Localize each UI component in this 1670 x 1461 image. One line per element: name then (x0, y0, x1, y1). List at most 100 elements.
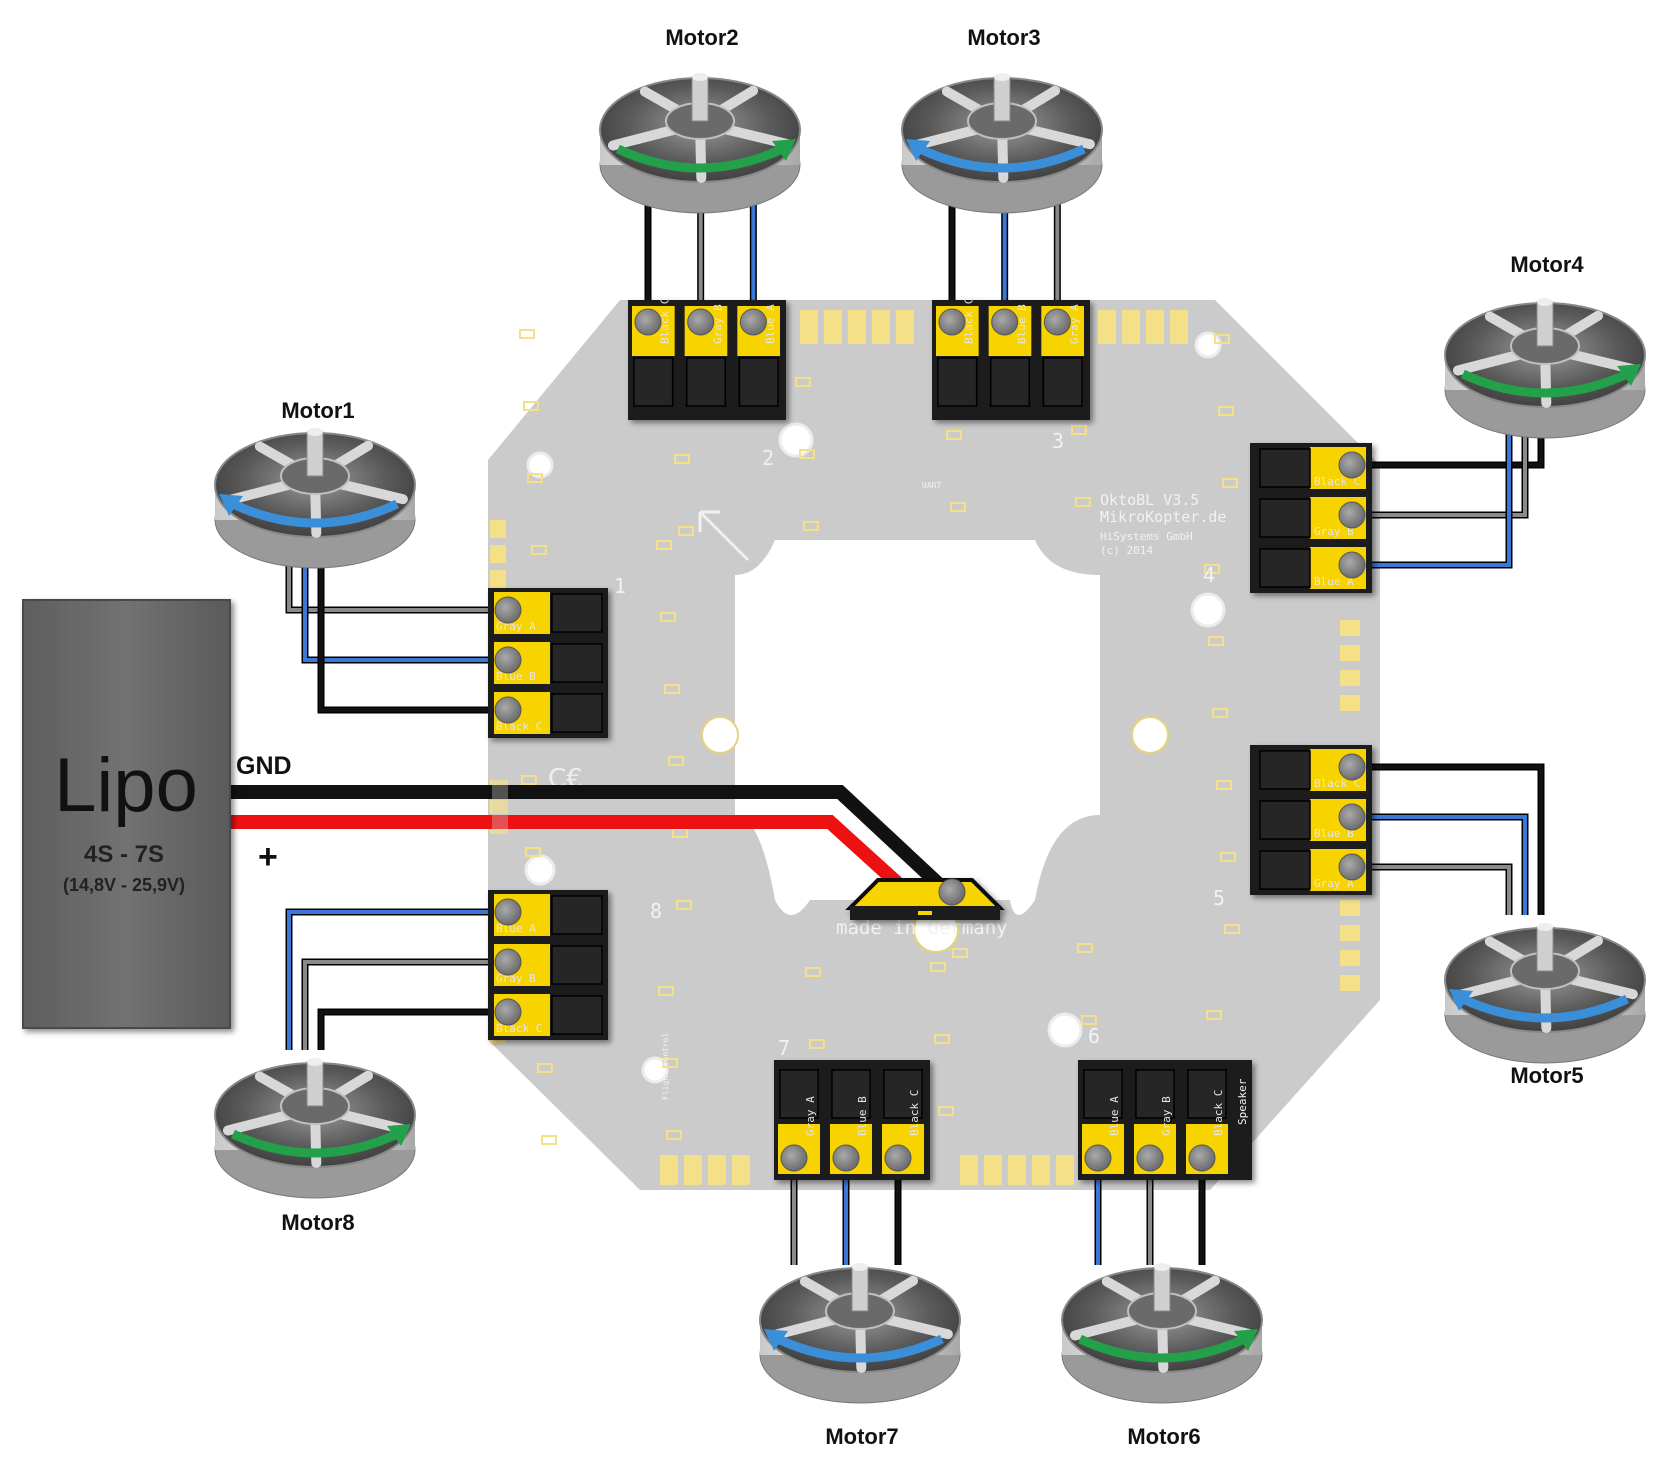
smd-component (1216, 780, 1232, 790)
plus-wire (230, 815, 910, 896)
wire-gray (1352, 430, 1527, 517)
battery-voltage: (14,8V - 25,9V) (63, 875, 185, 895)
motor-shaft (1536, 301, 1554, 347)
smd-component (799, 449, 815, 459)
solder-pad-black (1188, 1144, 1216, 1172)
solder-pad (1340, 645, 1360, 661)
motor-label: Motor4 (1510, 252, 1584, 277)
wire-gray (1352, 865, 1511, 915)
smd-component (1222, 478, 1238, 488)
smd-component (660, 612, 676, 622)
smd-component (527, 473, 543, 483)
solder-pad (490, 520, 506, 538)
solder-pad (490, 545, 506, 563)
motor-shaft-top (994, 73, 1010, 81)
mount-hole (1194, 331, 1222, 359)
wire-blue (1352, 430, 1511, 567)
motor-shaft-top (692, 73, 708, 81)
solder-pad (848, 310, 866, 344)
motor-2: Motor2 (599, 25, 801, 214)
smd-component (1075, 497, 1091, 507)
motor-shaft-top (1154, 1263, 1170, 1271)
battery-cells: 4S - 7S (84, 841, 164, 868)
solder-pad-black (634, 308, 662, 336)
wire-label: Black C (963, 298, 976, 344)
mosfet (1259, 850, 1311, 890)
mount-hole (778, 422, 814, 458)
smd-component (674, 454, 690, 464)
wire-blue (303, 560, 508, 662)
channel-number: 2 (762, 446, 774, 470)
wire-outline (317, 1008, 508, 1050)
wire-label: Blue B (1015, 304, 1028, 344)
motor-label: Motor5 (1510, 1063, 1583, 1088)
mosfet (551, 693, 603, 733)
channel-number: 6 (1088, 1024, 1100, 1048)
board-copyright: (c) 2014 (1100, 544, 1153, 557)
solder-pad (1032, 1155, 1050, 1185)
mosfet (551, 895, 603, 935)
smd-component (676, 900, 692, 910)
smd-component (664, 684, 680, 694)
solder-pad-blue (991, 308, 1019, 336)
channel-number: 4 (1203, 563, 1215, 587)
smd-component (1224, 924, 1240, 934)
rotation-arrowhead-icon (1449, 989, 1473, 1011)
solder-pad-gray (687, 308, 715, 336)
solder-pad (490, 800, 508, 814)
wire-label: Blue A (1314, 575, 1354, 588)
motor-5: Motor5 (1444, 923, 1646, 1088)
motor-shaft-top (1537, 923, 1553, 931)
solder-pad (1340, 925, 1360, 941)
solder-pad (1340, 950, 1360, 966)
mosfet (937, 357, 978, 407)
wire-blue (1352, 815, 1527, 915)
board-website: MikroKopter.de (1100, 508, 1226, 526)
solder-pad (824, 310, 842, 344)
solder-pad (960, 1155, 978, 1185)
mosfet (1259, 800, 1311, 840)
smd-component (1208, 636, 1224, 646)
mount-hole (1131, 716, 1169, 754)
wire-black (319, 1010, 508, 1050)
motor-label: Motor3 (967, 25, 1040, 50)
wire-label: Black C (1212, 1090, 1225, 1136)
wire-label: Blue B (856, 1096, 869, 1136)
wire-label: Gray B (1314, 525, 1354, 538)
rotation-arrow-ccw (918, 144, 1086, 173)
rotation-arrow-cw (231, 1129, 399, 1158)
rotation-arrowhead-icon (219, 494, 243, 516)
smd-component (930, 962, 946, 972)
smd-component (666, 1130, 682, 1140)
solder-pad-gray (1338, 501, 1366, 529)
smd-component (805, 967, 821, 977)
solder-pad-gray (1043, 308, 1071, 336)
smd-component (952, 948, 968, 958)
smd-component (1220, 852, 1236, 862)
solder-pad (1146, 310, 1164, 344)
mount-hole (701, 716, 739, 754)
smd-component (934, 1034, 950, 1044)
rotation-arrow-ccw (231, 499, 399, 528)
motor-shaft-top (307, 1058, 323, 1066)
mount-hole (641, 1056, 669, 1084)
motor-shaft-top (852, 1263, 868, 1271)
solder-pad-black (938, 308, 966, 336)
wire-label: Gray A (1314, 877, 1354, 890)
made-in-germany: made in Germany (836, 917, 1008, 939)
flight-control-label: Flight Control (661, 1032, 670, 1100)
speaker-label-group: Speaker (1236, 1078, 1249, 1125)
motor-label: Motor2 (665, 25, 738, 50)
channel-number: 3 (1052, 429, 1064, 453)
plus-label: + (258, 838, 278, 876)
mount-hole (1190, 592, 1226, 628)
solder-pad (1340, 695, 1360, 711)
smd-component (537, 1063, 553, 1073)
wire-gray (303, 960, 508, 1050)
rotation-arrowhead-icon (387, 1124, 411, 1146)
wire-gray (287, 560, 508, 612)
wire-label: Blue A (1108, 1096, 1121, 1136)
mosfet (989, 357, 1031, 407)
lipo-battery: Lipo 4S - 7S (14,8V - 25,9V) GND + (22, 599, 292, 1029)
